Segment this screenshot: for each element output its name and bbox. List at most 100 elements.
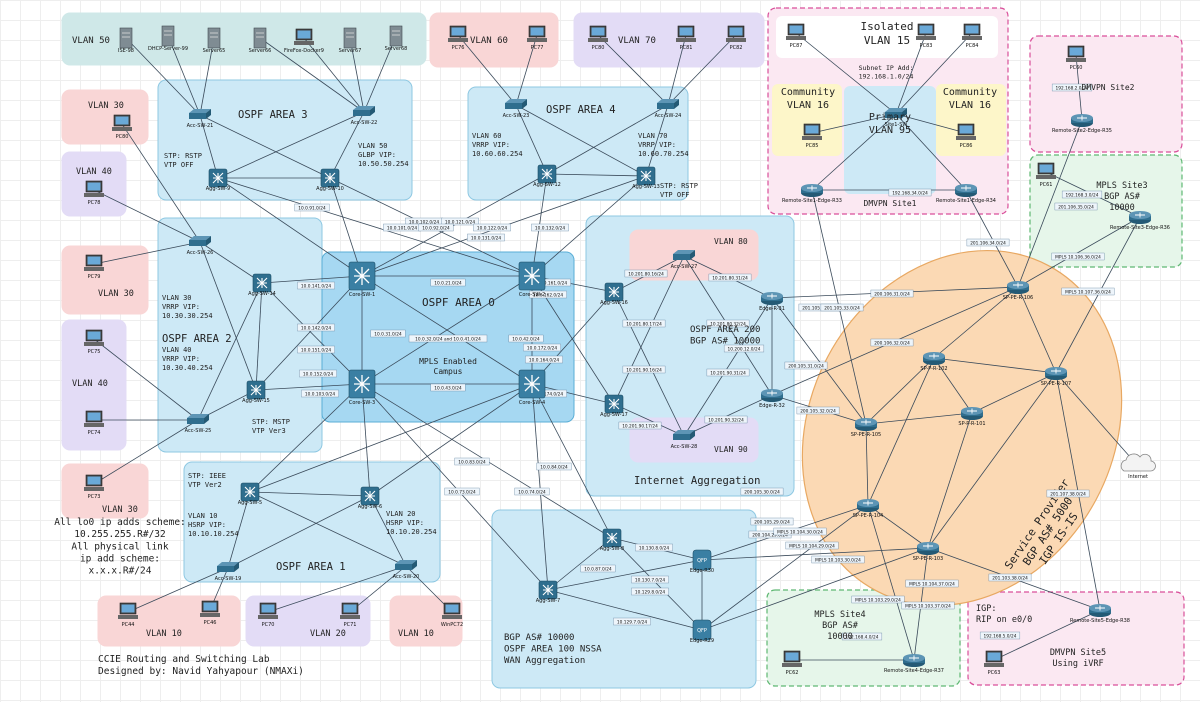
device-agg-sw-8[interactable]: Agg-SW-8 <box>600 528 624 552</box>
device-acc-sw-26[interactable]: Acc-SW-26 <box>187 236 214 256</box>
device-agg-sw-6[interactable]: Agg-SW-6 <box>358 486 382 510</box>
device-edge-r-31[interactable]: Edge-R-31 <box>759 292 785 312</box>
device-agg-sw-5[interactable]: Agg-SW-5 <box>238 482 262 506</box>
device-acc-sw-20[interactable]: Acc-SW-20 <box>393 560 420 580</box>
inner-zone-isolated <box>776 16 998 58</box>
device-pc61[interactable]: PC61 <box>1036 162 1056 188</box>
device-pc46[interactable]: PC46 <box>200 600 220 626</box>
subnet-label: 10.0.74.0/24 <box>514 487 550 496</box>
device-internet[interactable]: Internet <box>1120 453 1156 480</box>
device-pc87[interactable]: PC87 <box>786 23 806 49</box>
device-pc44[interactable]: PC44 <box>118 602 138 628</box>
device-pc77[interactable]: PC77 <box>527 25 547 51</box>
device-sp-pe-r-103[interactable]: SP-PE-R-103 <box>913 542 943 562</box>
device-pc63[interactable]: PC63 <box>984 650 1004 676</box>
device-remote-site1-edge-r34[interactable]: Remote-Site1-Edge-R34 <box>936 184 996 204</box>
device-remote-site1-edge-r33[interactable]: Remote-Site1-Edge-R33 <box>782 184 842 204</box>
device-acc-sw-27[interactable]: Acc-SW-27 <box>671 250 698 270</box>
zone-label-vlan80: VLAN 80 <box>714 237 748 246</box>
device-sp-pe-r-104[interactable]: SP-PE-R-104 <box>853 499 883 519</box>
device-pc79[interactable]: PC79 <box>84 254 104 280</box>
device-agg-sw-15[interactable]: Agg-SW-15 <box>242 380 270 404</box>
device-pc81[interactable]: PC81 <box>676 25 696 51</box>
device-core-sw-1[interactable]: Core-SW-1 <box>348 261 376 298</box>
device-server68[interactable]: Server68 <box>385 25 408 52</box>
device-core-sw-2[interactable]: Core-SW-2 <box>518 261 546 298</box>
device-sp-p-r-102[interactable]: SP-P-R-102 <box>920 352 948 372</box>
device-pc71[interactable]: PC71 <box>340 602 360 628</box>
device-server67[interactable]: Server67 <box>339 27 362 54</box>
device-label: PC85 <box>806 143 819 149</box>
link-pc77-acc-sw-23 <box>515 34 538 106</box>
device-server66[interactable]: Server66 <box>249 27 272 54</box>
device-pc75[interactable]: PC75 <box>84 329 104 355</box>
device-acc-sw-19[interactable]: Acc-SW-19 <box>215 562 242 582</box>
device-agg-sw-13[interactable]: Agg-SW-13 <box>632 166 660 190</box>
device-server65[interactable]: Server65 <box>203 27 226 54</box>
device-acc-sw-22[interactable]: Acc-SW-22 <box>351 106 378 126</box>
device-firefox-docker9[interactable]: FireFox-Docker9 <box>284 28 324 54</box>
device-agg-sw-9[interactable]: Agg-SW-9 <box>206 168 230 192</box>
device-core-sw-3[interactable]: Core-SW-3 <box>348 369 376 406</box>
device-agg-sw-17[interactable]: Agg-SW-17 <box>600 394 628 418</box>
device-sp-pe-r-107[interactable]: SP-PE-R-107 <box>1041 367 1071 387</box>
device-agg-sw-14[interactable]: Agg-SW-14 <box>248 273 276 297</box>
device-acc-sw-23[interactable]: Acc-SW-23 <box>503 99 530 119</box>
device-sp-pe-r-106[interactable]: SP-PE-R-106 <box>1003 281 1033 301</box>
subnet-label: 192.168.34.0/24 <box>888 188 932 197</box>
device-remote-site4-edge-r37[interactable]: Remote-Site4-Edge-R37 <box>884 654 944 674</box>
zone-label-vlan60: VLAN 60 <box>470 36 508 46</box>
device-pc84[interactable]: PC84 <box>962 23 982 49</box>
device-dhcp-server-99[interactable]: DHCP-Server-99 <box>148 25 188 52</box>
subnet-label: 10.0.132.0/24 <box>531 223 569 232</box>
device-remote-site5-edge-r38[interactable]: Remote-Site5-Edge-R38 <box>1070 604 1130 624</box>
device-pc80b[interactable]: PC80 <box>112 114 132 140</box>
device-core-sw-4[interactable]: Core-SW-4 <box>518 369 546 406</box>
device-acc-sw-28[interactable]: Acc-SW-28 <box>671 430 698 450</box>
svg-text:201.105.33.0/24: 201.105.33.0/24 <box>824 306 860 312</box>
subnet-label: 10.0.142.0/24 <box>297 323 335 332</box>
device-pc76[interactable]: PC76 <box>448 25 468 51</box>
link-acc-sw-28-edge-r-31 <box>683 297 773 437</box>
device-pc60[interactable]: PC60 <box>1066 45 1086 71</box>
device-pc70[interactable]: PC70 <box>258 602 278 628</box>
device-acc-sw-24[interactable]: Acc-SW-24 <box>655 99 682 119</box>
device-edge-r-32[interactable]: Edge-R-32 <box>759 389 785 409</box>
device-winpc72[interactable]: WinPC72 <box>441 602 463 628</box>
zone-label-vlan30c: VLAN 30 <box>102 505 138 515</box>
device-label: Edge-R-32 <box>759 403 785 409</box>
device-label: WinPC72 <box>441 622 463 628</box>
device-pc78[interactable]: PC78 <box>84 180 104 206</box>
device-agg-sw-12[interactable]: Agg-SW-12 <box>533 164 561 188</box>
device-agg-sw-7[interactable]: Agg-SW-7 <box>536 580 560 604</box>
device-sp-p-r-101[interactable]: SP-P-R-101 <box>958 407 986 427</box>
device-acc-sw-21[interactable]: Acc-SW-21 <box>187 109 214 129</box>
device-pc62[interactable]: PC62 <box>782 650 802 676</box>
device-pc83[interactable]: PC83 <box>916 23 936 49</box>
device-pc82[interactable]: PC82 <box>726 25 746 51</box>
device-agg-sw-10[interactable]: Agg-SW-10 <box>316 168 344 192</box>
zone-dmvpn2 <box>1029 35 1183 153</box>
device-pc86[interactable]: PC86 <box>956 123 976 149</box>
device-pc73[interactable]: PC73 <box>84 474 104 500</box>
device-pc80[interactable]: PC80 <box>588 25 608 51</box>
device-pc85[interactable]: PC85 <box>802 123 822 149</box>
device-sp-pe-r-105[interactable]: SP-PE-R-105 <box>851 418 881 438</box>
device-ise-98[interactable]: ISE-98 <box>118 27 134 54</box>
device-agg-sw-16[interactable]: Agg-SW-16 <box>600 282 628 306</box>
device-site1-sw[interactable]: Site1-SW <box>885 108 908 128</box>
link-pc83-site1-sw <box>895 32 927 115</box>
link-agg-sw-9-core-sw-1 <box>217 177 363 277</box>
device-acc-sw-25[interactable]: Acc-SW-25 <box>185 414 212 434</box>
subnet-label: MPLS 10.103.29.0/24 <box>851 595 905 604</box>
device-pc74[interactable]: PC74 <box>84 410 104 436</box>
device-remote-site2-edge-r35[interactable]: Remote-Site2-Edge-R35 <box>1052 114 1112 134</box>
device-remote-site3-edge-r36[interactable]: Remote-Site3-Edge-R36 <box>1110 211 1170 231</box>
link-server67-acc-sw-22 <box>349 37 365 113</box>
